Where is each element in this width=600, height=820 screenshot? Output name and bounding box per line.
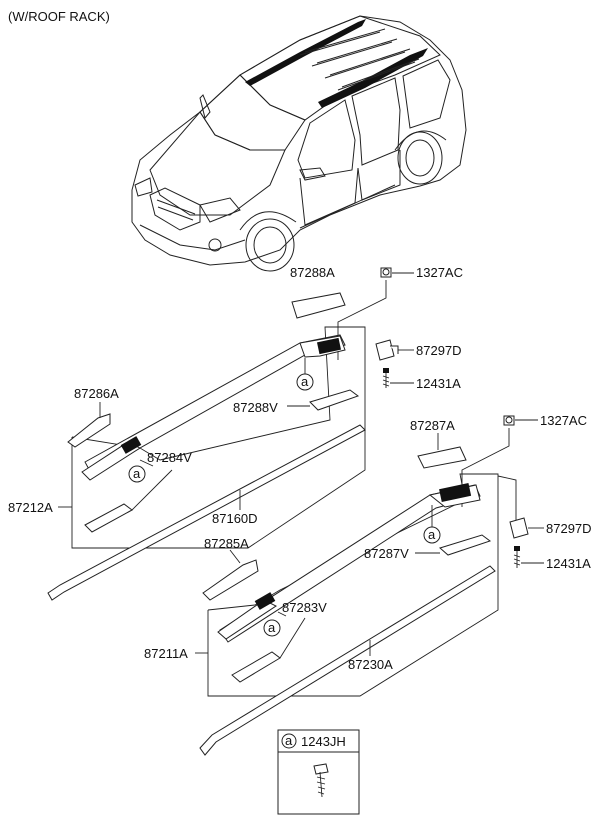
label-87288V: 87288V <box>233 400 278 415</box>
label-87297D-upper: 87297D <box>416 343 462 358</box>
label-87160D: 87160D <box>212 511 258 526</box>
label-87297D-lower: 87297D <box>546 521 592 536</box>
clip-87297D-icon <box>375 339 399 361</box>
legend-part-1243JH: 1243JH <box>301 734 346 749</box>
label-87286A: 87286A <box>74 386 119 401</box>
legend-marker: a <box>285 733 293 748</box>
part-87287V-pad <box>438 534 492 556</box>
label-1327AC-upper: 1327AC <box>416 265 463 280</box>
assembly-87211A: 87287A 1327AC a 87297D 12431A <box>144 413 592 756</box>
callout-a-upper-2: a <box>133 466 141 481</box>
part-87287A-cover <box>417 446 467 469</box>
part-87286A-endcap <box>67 413 111 448</box>
callout-a-lower: a <box>428 527 436 542</box>
part-87160D-molding <box>47 424 366 601</box>
screw-1243JH-icon <box>313 763 329 798</box>
nut-1327AC-icon-lower <box>503 415 515 426</box>
part-87285A-endcap <box>202 559 259 601</box>
part-87230A-molding <box>199 565 496 756</box>
vehicle-illustration <box>131 15 467 272</box>
label-12431A-lower: 12431A <box>546 556 591 571</box>
bolt-12431A-icon <box>382 368 390 388</box>
label-87284V: 87284V <box>147 450 192 465</box>
label-12431A-upper: 12431A <box>416 376 461 391</box>
bolt-12431A-icon-lower <box>513 546 521 568</box>
callout-a-upper: a <box>301 374 309 389</box>
clip-87297D-icon-lower <box>509 517 529 539</box>
label-87230A: 87230A <box>348 657 393 672</box>
part-87288V-pad <box>309 389 360 411</box>
label-87287V: 87287V <box>364 546 409 561</box>
part-87288A-cover <box>291 292 346 319</box>
nut-1327AC-icon <box>380 267 392 278</box>
label-87288A: 87288A <box>290 265 335 280</box>
assembly-87212A: 87288A 1327AC a 87297D 12431A <box>8 265 463 601</box>
header-text: (W/ROOF RACK) <box>8 9 110 24</box>
label-87211A: 87211A <box>144 646 188 661</box>
label-87285A: 87285A <box>204 536 249 551</box>
label-1327AC-lower: 1327AC <box>540 413 587 428</box>
legend-box: a 1243JH <box>277 729 360 815</box>
label-87212A: 87212A <box>8 500 53 515</box>
callout-a-lower-2: a <box>268 620 276 635</box>
part-87211A-rail <box>219 484 481 643</box>
label-87287A: 87287A <box>410 418 455 433</box>
label-87283V: 87283V <box>282 600 327 615</box>
